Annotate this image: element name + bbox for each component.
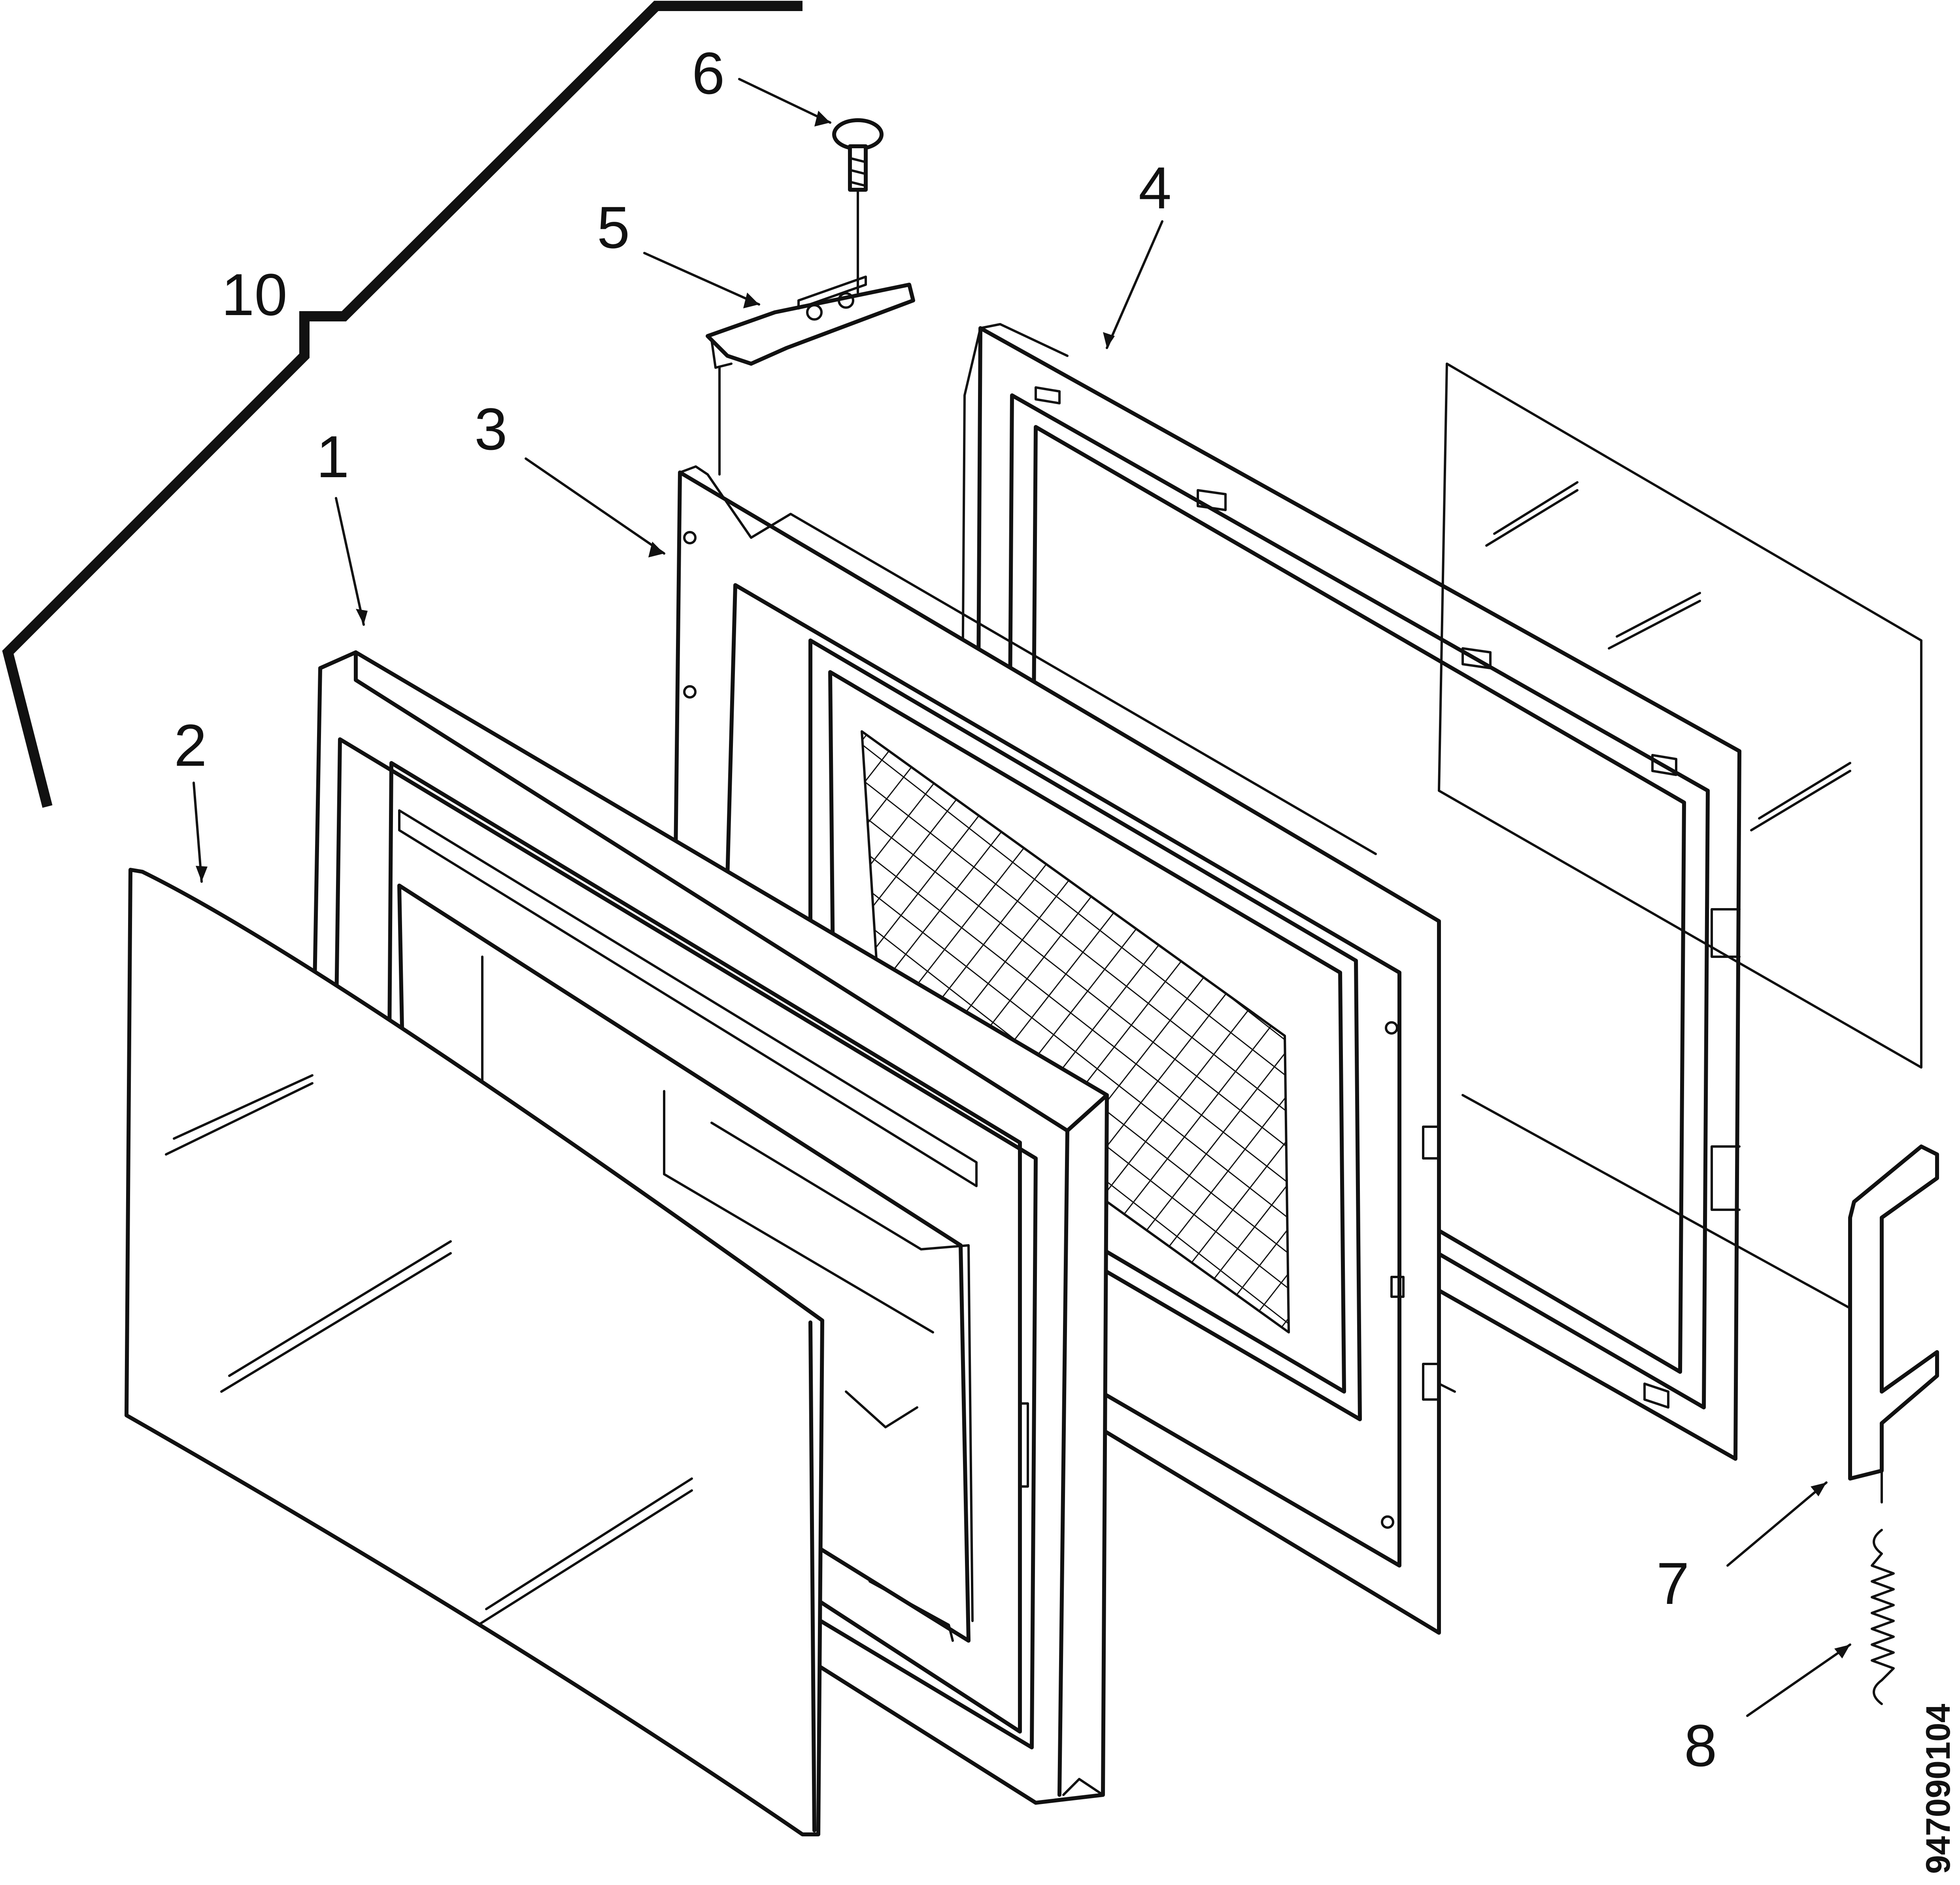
leader-lines: [193, 78, 1851, 1717]
callout-4: 4: [1139, 155, 1172, 221]
figure-code: 947090104: [1919, 1704, 1957, 1874]
part-5-hinge-bracket: [706, 244, 915, 476]
part-6-screw: [832, 118, 884, 246]
callout-1: 1: [316, 423, 349, 490]
callout-8: 8: [1684, 1712, 1717, 1779]
callout-6: 6: [692, 40, 725, 106]
callout-10: 10: [221, 261, 287, 328]
callout-7: 7: [1656, 1550, 1690, 1617]
part-2-outer-panel: [125, 868, 824, 1836]
callout-2: 2: [174, 712, 207, 778]
cabinet-outline: [2, 0, 803, 808]
callout-3: 3: [474, 396, 508, 462]
callout-5: 5: [597, 194, 630, 261]
part-7-latch-hook: [1848, 1145, 1939, 1503]
part-8-spring: [1871, 1529, 1895, 1705]
